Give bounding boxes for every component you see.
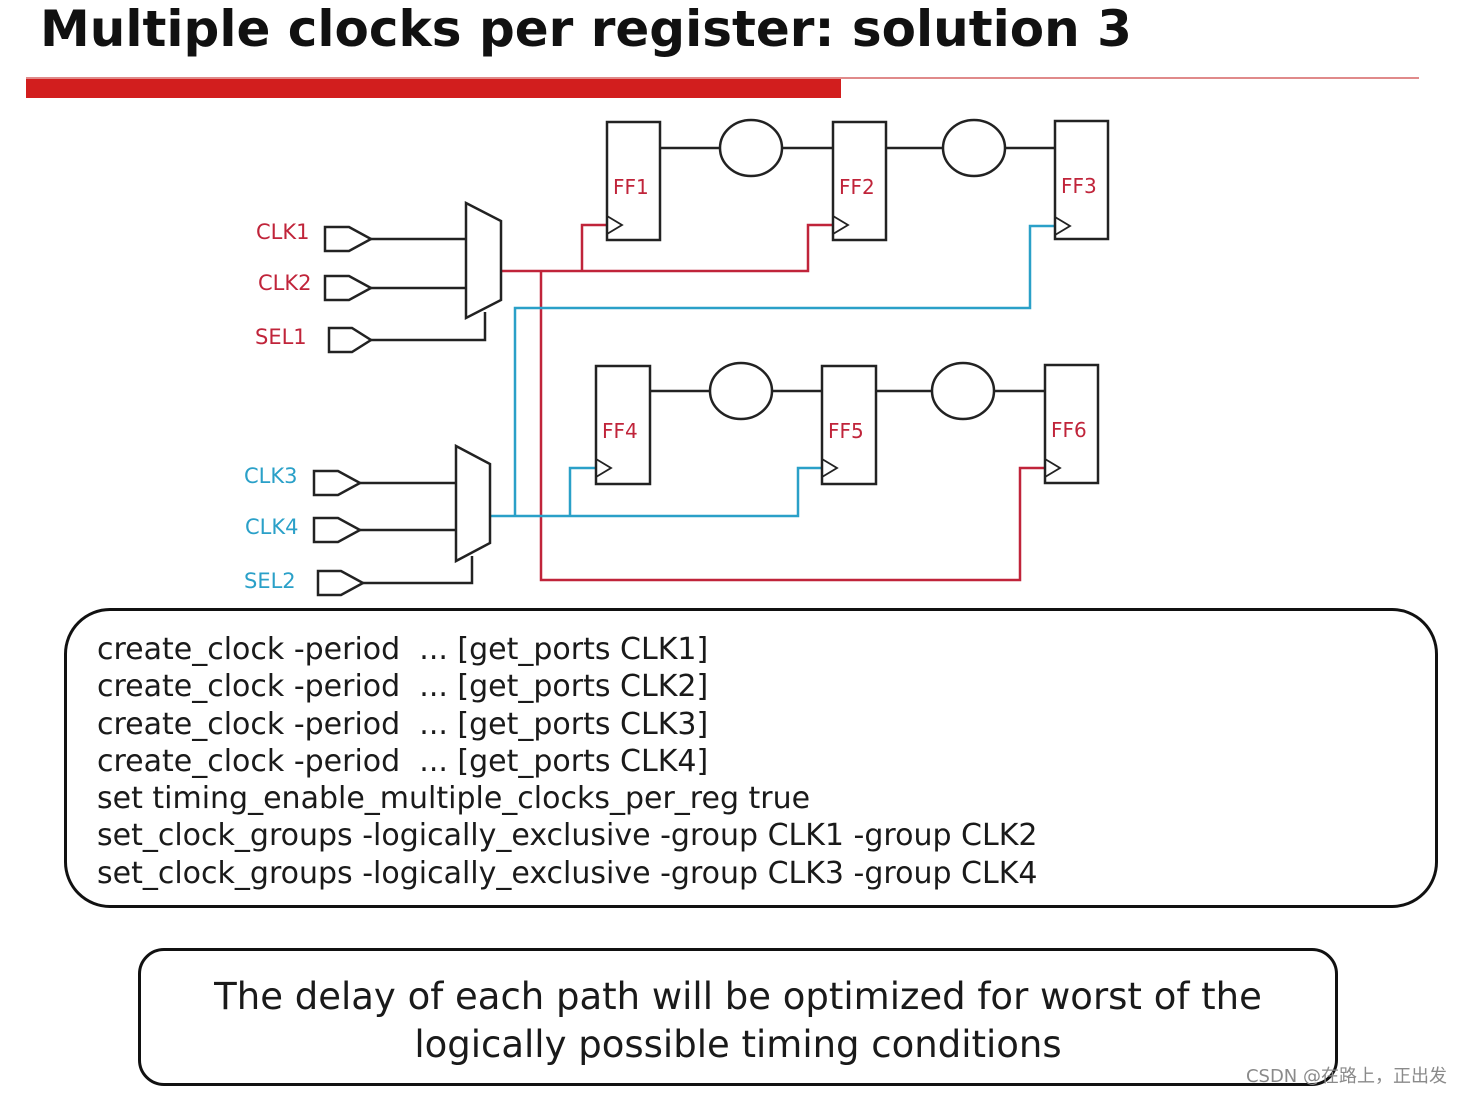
logic-cloud-3	[708, 361, 774, 421]
constraint-line: create_clock -period ... [get_ports CLK1…	[97, 632, 709, 667]
label-ff6: FF6	[1051, 418, 1087, 442]
port-clk3	[312, 469, 363, 497]
ff3-clock-pin	[1054, 216, 1072, 236]
label-ff1: FF1	[613, 175, 649, 199]
mux-2	[454, 443, 492, 564]
label-ff3: FF3	[1061, 174, 1097, 198]
logic-cloud-4	[930, 361, 996, 421]
ff4-clock-pin	[595, 458, 613, 478]
label-ff5: FF5	[828, 419, 864, 443]
ff1-clock-pin	[606, 215, 624, 235]
port-clk2	[323, 274, 374, 302]
label-sel2: SEL2	[244, 569, 296, 593]
label-clk3: CLK3	[244, 464, 298, 488]
slide-title: Multiple clocks per register: solution 3	[40, 0, 1132, 58]
constraint-line: create_clock -period ... [get_ports CLK2…	[97, 669, 709, 705]
title-underline	[26, 77, 1419, 79]
red-clock-net	[501, 223, 1045, 582]
clock-mux-diagram: CLK1 CLK2 SEL1 CLK3 CLK4 SEL2 FF1 FF2 FF…	[244, 118, 1110, 597]
logic-cloud-1	[718, 118, 784, 178]
note-line-1: The delay of each path will be optimized…	[214, 975, 1262, 1018]
constraint-line: create_clock -period ... [get_ports CLK3…	[97, 706, 709, 742]
ff6-clock-pin	[1044, 458, 1062, 478]
ff1-box	[605, 120, 662, 242]
watermark: CSDN @在路上，正出发	[1245, 1066, 1447, 1087]
ff2-box	[831, 120, 888, 242]
constraints-list: create_clock -period ... [get_ports CLK1…	[97, 631, 1037, 892]
ff5-clock-pin	[821, 458, 839, 478]
data-wires	[360, 146, 1055, 585]
label-clk2: CLK2	[258, 271, 312, 295]
ff6-box	[1043, 363, 1100, 485]
ff4-box	[594, 364, 652, 486]
label-clk4: CLK4	[245, 515, 299, 539]
label-ff4: FF4	[602, 419, 638, 443]
mux-1	[464, 200, 503, 321]
port-clk1	[323, 225, 374, 253]
port-sel1	[327, 326, 374, 354]
constraint-line: set_clock_groups -logically_exclusive -g…	[97, 818, 1038, 854]
ff3-box	[1053, 119, 1110, 241]
label-sel1: SEL1	[255, 325, 307, 349]
title-accent-bar	[26, 79, 841, 98]
ff5-box	[820, 364, 878, 486]
constraints-box: create_clock -period ... [get_ports CLK1…	[64, 608, 1438, 908]
label-ff2: FF2	[839, 175, 875, 199]
logic-cloud-2	[941, 118, 1007, 178]
ff2-clock-pin	[832, 215, 850, 235]
constraint-line: create_clock -period ... [get_ports CLK4…	[97, 743, 709, 779]
note-text: The delay of each path will be optimized…	[141, 973, 1335, 1069]
constraint-line: set_clock_groups -logically_exclusive -g…	[97, 855, 1038, 891]
note-box: The delay of each path will be optimized…	[138, 948, 1338, 1086]
note-line-2: logically possible timing conditions	[414, 1023, 1062, 1066]
blue-clock-net	[490, 224, 1055, 518]
port-clk4	[312, 516, 363, 544]
port-sel2	[316, 569, 366, 597]
label-clk1: CLK1	[256, 220, 310, 244]
constraint-line: set timing_enable_multiple_clocks_per_re…	[97, 781, 811, 817]
